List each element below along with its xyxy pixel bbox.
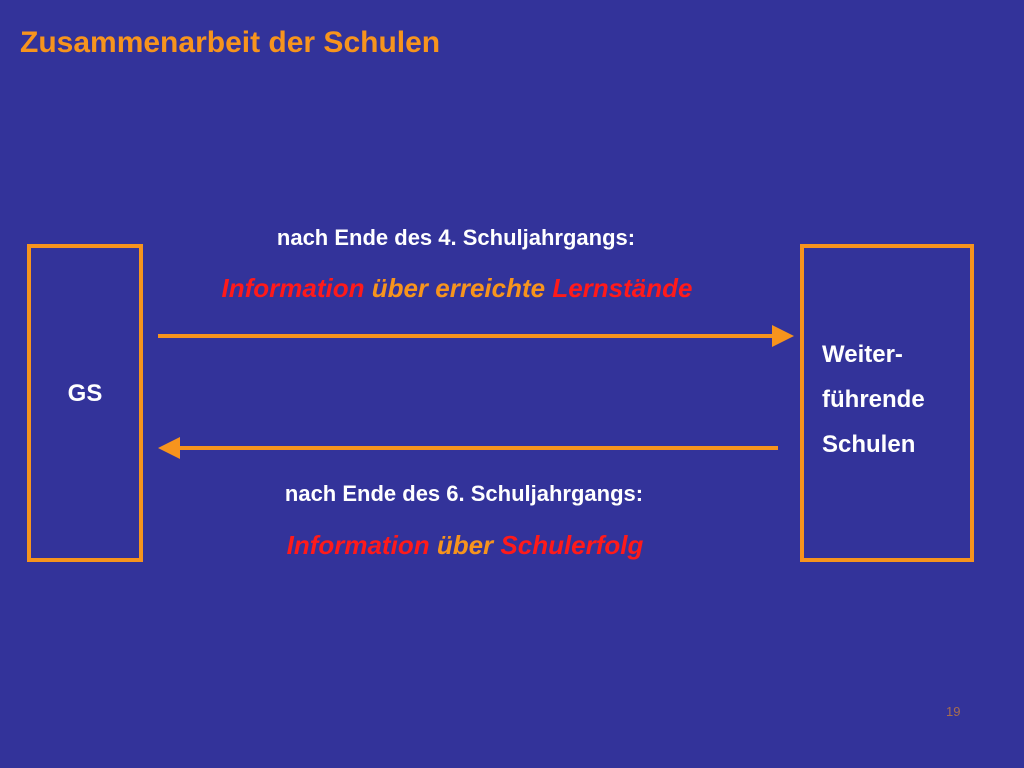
secondary-schools-label-line: Schulen: [822, 431, 916, 458]
top-flow-caption: nach Ende des 4. Schuljahrgangs:: [276, 225, 636, 250]
info-text: über: [429, 530, 501, 560]
gs-label: GS: [67, 380, 103, 407]
info-emphasis-text: Information: [286, 530, 430, 560]
page-number: 19: [946, 704, 961, 719]
info-emphasis-text: Lernstände: [552, 273, 693, 303]
secondary-schools-box: Weiter- führende Schulen: [800, 244, 974, 562]
bottom-flow-caption: nach Ende des 6. Schuljahrgangs:: [284, 481, 644, 506]
info-text: über erreichte: [364, 273, 553, 303]
secondary-schools-label: Weiter- führende Schulen: [822, 332, 925, 467]
arrow-left-head: [158, 437, 180, 459]
page-title: Zusammenarbeit der Schulen: [20, 26, 441, 59]
info-emphasis-text: Schulerfolg: [500, 530, 644, 560]
arrow-right-head: [772, 325, 794, 347]
secondary-schools-label-line: Weiter-: [822, 341, 903, 368]
secondary-schools-label-line: führende: [822, 386, 925, 413]
bottom-flow-info: Information über Schulerfolg: [115, 530, 815, 561]
gs-box: GS: [27, 244, 143, 562]
info-emphasis-text: Information: [221, 273, 365, 303]
top-flow-info: Information über erreichte Lernstände: [107, 273, 807, 304]
